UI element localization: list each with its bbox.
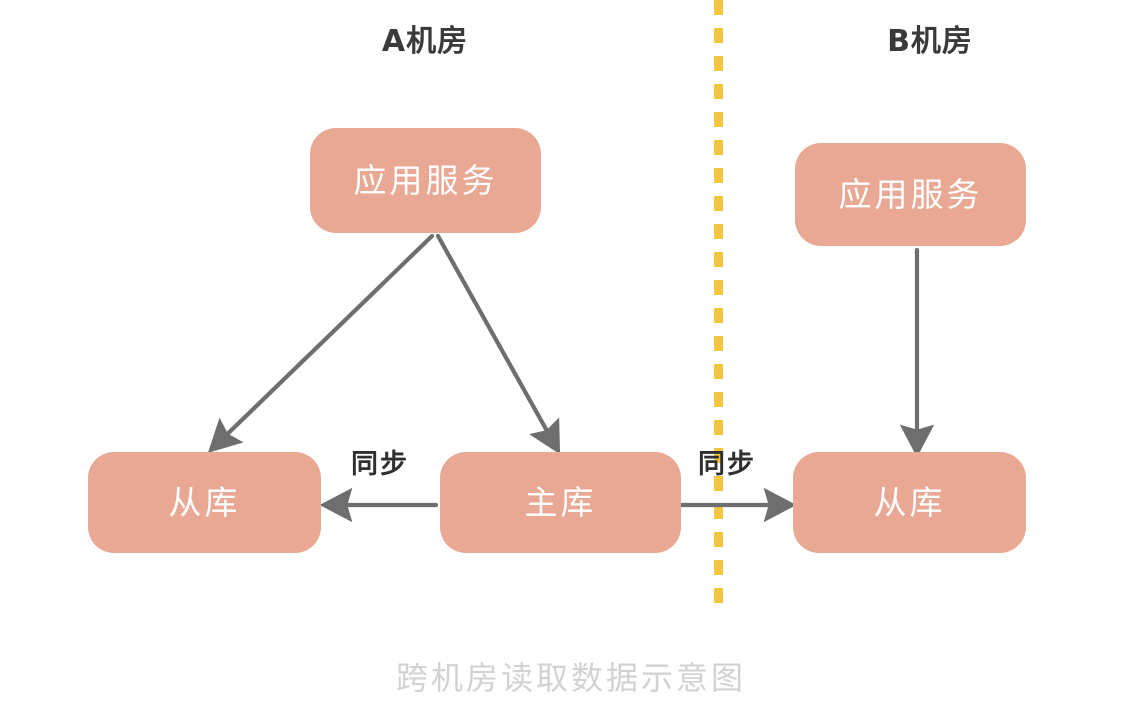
diagram-caption: 跨机房读取数据示意图 [395, 659, 746, 697]
edge-app-a-to-master [435, 233, 561, 455]
zone-title-a: A机房 [381, 24, 469, 59]
node-app-service-a[interactable]: 应用服务 [310, 128, 541, 233]
zone-title-b: B机房 [887, 24, 973, 59]
node-label: 应用服务 [353, 161, 498, 200]
node-label: 应用服务 [838, 175, 983, 214]
node-label: 主库 [524, 483, 597, 522]
node-master-db[interactable]: 主库 [440, 452, 681, 553]
node-slave-db-b[interactable]: 从库 [793, 452, 1026, 553]
node-slave-db-a[interactable]: 从库 [88, 452, 321, 553]
node-label: 从库 [873, 483, 946, 522]
datacenter-divider-line [714, 0, 723, 616]
edge-label-master-to-slave-a: 同步 [351, 449, 409, 480]
node-label: 从库 [168, 483, 241, 522]
node-app-service-b[interactable]: 应用服务 [795, 143, 1026, 246]
edge-app-a-to-slave-a [207, 233, 435, 453]
edge-label-master-to-slave-b: 同步 [698, 449, 756, 480]
